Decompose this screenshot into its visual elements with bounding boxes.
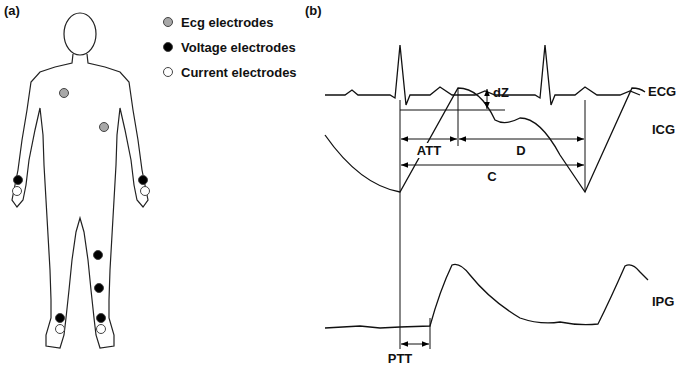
signal-label: ICG xyxy=(652,122,675,137)
signal-label: dZ xyxy=(493,85,509,100)
signal-label: D xyxy=(514,143,527,158)
legend-row: Voltage electrodes xyxy=(163,40,296,56)
body-outline xyxy=(12,13,148,348)
panel-letter: (a) xyxy=(4,3,20,18)
legend-swatch xyxy=(163,67,173,77)
waveforms xyxy=(325,45,648,328)
electrodes xyxy=(13,89,150,334)
ipg-trace xyxy=(325,264,648,328)
signal-label: ECG xyxy=(648,84,676,99)
signal-label: IPG xyxy=(652,294,674,309)
legend-row: Current electrodes xyxy=(163,65,297,81)
legend-swatch xyxy=(163,42,173,52)
legend-text: Current electrodes xyxy=(181,65,297,80)
signal-label: PTT xyxy=(386,351,415,366)
icg-trace xyxy=(325,88,645,192)
panel-letter: (b) xyxy=(305,3,322,18)
ecg-trace xyxy=(325,45,640,105)
legend-row: Ecg electrodes xyxy=(163,15,274,31)
signal-label: ATT xyxy=(415,143,443,158)
signal-label: C xyxy=(485,169,498,184)
legend-text: Ecg electrodes xyxy=(181,15,274,30)
legend-text: Voltage electrodes xyxy=(181,40,296,55)
measure-lines xyxy=(400,88,585,349)
legend-swatch xyxy=(163,17,173,27)
